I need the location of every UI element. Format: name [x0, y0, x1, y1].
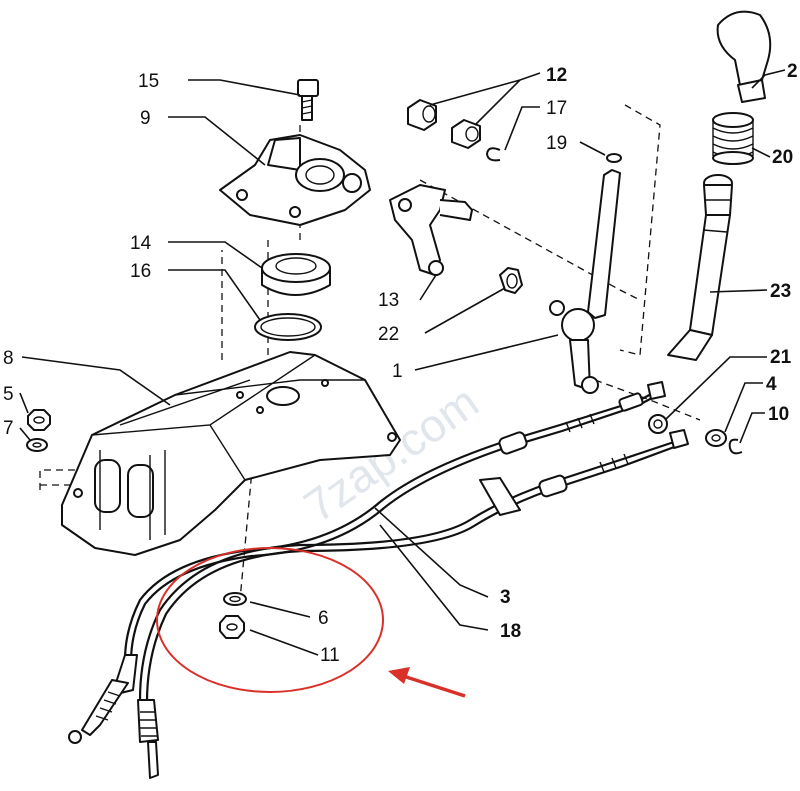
callout-4: 4: [766, 374, 777, 395]
callout-3: 3: [500, 587, 511, 608]
shift-lever-1: [549, 300, 599, 394]
callout-1: 1: [392, 361, 403, 382]
callout-9: 9: [140, 108, 151, 129]
callout-2: 2: [787, 61, 798, 82]
gear-lever-23: [667, 174, 733, 361]
nut-5: [27, 409, 51, 431]
callout-16: 16: [130, 261, 151, 282]
boot-ring-14: [261, 253, 331, 296]
leader-lines: [19, 69, 786, 656]
callout-14: 14: [130, 233, 152, 254]
callout-18: 18: [500, 621, 521, 642]
gear-knob-2: [716, 10, 772, 103]
clip-17: [486, 147, 501, 162]
bushing-12b: [451, 119, 481, 149]
callout-21: 21: [770, 347, 792, 368]
washer-6: [223, 592, 247, 606]
callout-5: 5: [3, 384, 14, 405]
highlight-arrow: [399, 673, 466, 698]
gearshift-housing-8: [61, 351, 401, 556]
callout-20: 20: [772, 147, 793, 168]
bushing-12a: [407, 99, 437, 131]
washer-4: [705, 429, 727, 447]
highlight-circle: [156, 547, 384, 693]
highlight-annotation: [156, 547, 466, 698]
callout-15: 15: [138, 71, 159, 92]
callout-7: 7: [3, 418, 14, 439]
shift-rod-19: [587, 153, 622, 319]
engagement-cable-18: [137, 429, 689, 779]
lever-bracket-9: [219, 134, 371, 226]
callout-11: 11: [320, 645, 340, 666]
bushing-22: [499, 267, 523, 294]
bolt-15: [297, 79, 319, 121]
o-ring-16: [254, 313, 322, 341]
callout-8: 8: [3, 348, 14, 369]
callout-6: 6: [318, 608, 329, 629]
callout-labels: 15 9 14 16 8 5 7 6 11 12 17 19 13 22 1 2…: [3, 61, 798, 666]
callout-13: 13: [378, 290, 399, 311]
highlight-arrowhead: [388, 667, 410, 684]
clip-10: [728, 438, 743, 455]
assembly-guide-lines: [39, 104, 701, 601]
callout-19: 19: [546, 133, 567, 154]
spring-20: [712, 112, 754, 165]
selector-lever-13: [389, 184, 473, 276]
callout-17: 17: [546, 98, 567, 119]
callout-23: 23: [770, 281, 791, 302]
callout-10: 10: [768, 404, 789, 425]
washer-7: [26, 438, 48, 452]
nut-11: [219, 615, 245, 639]
callout-22: 22: [378, 324, 399, 345]
callout-12: 12: [546, 65, 567, 86]
grommet-21: [648, 414, 668, 434]
